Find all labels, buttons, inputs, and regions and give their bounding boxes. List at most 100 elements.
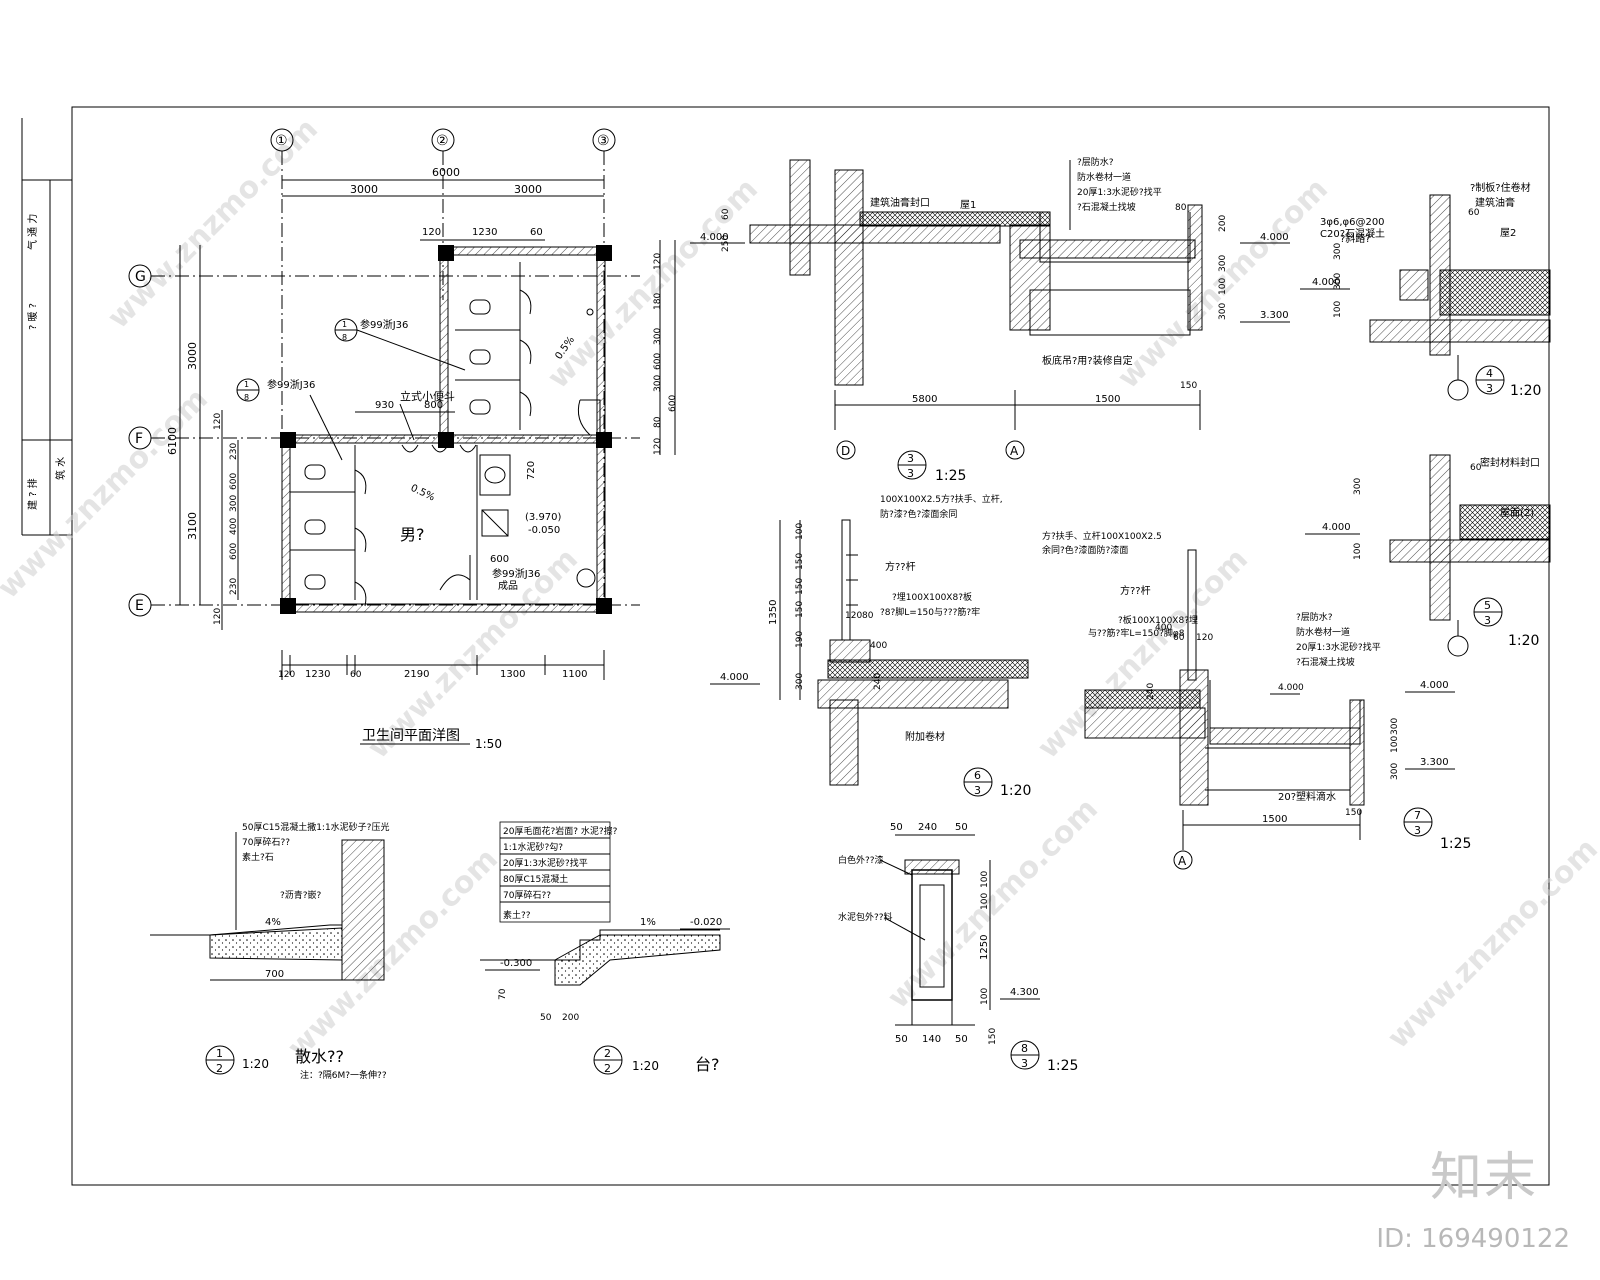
svg-text:3: 3 [1021,1057,1028,1070]
svg-text:300: 300 [1390,763,1400,780]
svg-text:20厚毛面花?岩面? 水泥?擦?: 20厚毛面花?岩面? 水泥?擦? [503,825,618,837]
svg-text:A: A [1178,854,1187,868]
svg-text:1:20: 1:20 [1508,633,1539,649]
svg-text:素土?石: 素土?石 [242,851,274,863]
svg-text:800: 800 [424,400,443,411]
svg-text:240: 240 [1146,683,1156,700]
svg-text:80: 80 [862,611,874,621]
svg-text:屋1: 屋1 [960,199,976,211]
svg-text:120: 120 [213,413,223,430]
svg-text:300: 300 [1333,243,1343,260]
svg-text:100: 100 [1353,543,1363,560]
svg-text:300: 300 [1353,478,1363,495]
svg-text:400: 400 [1155,623,1172,633]
svg-text:190: 190 [795,631,805,648]
svg-text:?层防水?: ?层防水? [1296,611,1333,623]
svg-text:100: 100 [795,523,805,540]
svg-text:3.300: 3.300 [1420,757,1449,768]
toilet-floor-plan: ① ② ③ 6000 3000 3000 120 1230 60 G F E 6… [128,128,678,751]
svg-text:3: 3 [974,784,981,797]
dim-text: 3000 [350,183,378,196]
svg-text:240: 240 [918,822,937,833]
svg-text:300: 300 [1218,303,1228,320]
svg-text:1%: 1% [640,917,656,928]
svg-text:3: 3 [907,452,914,465]
svg-text:80: 80 [653,416,663,428]
svg-text:防水卷材一道: 防水卷材一道 [1296,626,1350,638]
svg-text:600: 600 [668,395,678,412]
svg-text:防水卷材一道: 防水卷材一道 [1077,171,1131,183]
svg-text:1:25: 1:25 [1440,836,1471,852]
svg-text:-0.300: -0.300 [500,958,532,969]
svg-text:附加卷材: 附加卷材 [905,730,945,743]
svg-text:?制板?住卷材: ?制板?住卷材 [1470,181,1531,194]
image-id-label: ID: 169490122 [1376,1224,1570,1254]
svg-text:1:25: 1:25 [935,468,966,484]
svg-text:70: 70 [498,988,508,1000]
svg-text:120: 120 [653,253,663,270]
svg-text:?层防水?: ?层防水? [1077,156,1114,168]
dim-text: 60 [530,227,543,238]
svg-text:3: 3 [1484,614,1491,627]
svg-text:300: 300 [1333,273,1343,290]
svg-text:70厚碎石??: 70厚碎石?? [242,836,290,848]
svg-text:参99浙J36: 参99浙J36 [360,318,408,331]
axis-label: G [135,269,146,285]
svg-text:4.000: 4.000 [1278,683,1304,693]
svg-text:1:20: 1:20 [632,1059,659,1073]
svg-text:4.000: 4.000 [720,672,749,683]
axis-label: E [135,598,144,614]
svg-text:100: 100 [1390,736,1400,753]
svg-text:200: 200 [1218,215,1228,232]
svg-text:100: 100 [1333,301,1343,318]
svg-text:8: 8 [1021,1042,1028,1055]
axis-label: ② [436,133,449,149]
svg-text:2: 2 [604,1062,611,1075]
svg-text:150: 150 [795,578,805,595]
svg-text:-0.020: -0.020 [690,917,722,928]
svg-text:120: 120 [653,438,663,455]
svg-text:素土??: 素土?? [503,909,531,921]
title-block-text: 建 ? 排 [26,478,39,510]
svg-text:120: 120 [213,608,223,625]
svg-text:?沥青?嵌?: ?沥青?嵌? [280,889,322,901]
svg-text:600: 600 [490,554,509,565]
sheet-border [71,106,1550,1186]
title-block-text: ? 暖 ? [26,303,39,330]
svg-text:(3.970): (3.970) [525,512,562,523]
svg-text:140: 140 [922,1034,941,1045]
svg-text:600: 600 [229,543,239,560]
svg-text:6: 6 [974,769,981,782]
axis-label: ③ [597,133,610,149]
svg-text:建筑油膏: 建筑油膏 [1475,196,1515,209]
svg-text:-0.050: -0.050 [528,525,560,536]
svg-text:100: 100 [980,893,990,910]
svg-text:100: 100 [980,871,990,888]
svg-text:3: 3 [1414,824,1421,837]
svg-text:400: 400 [870,641,887,651]
svg-text:7: 7 [1414,809,1421,822]
svg-text:5800: 5800 [912,394,937,405]
svg-text:300: 300 [653,375,663,392]
detail-2-steps: 20厚毛面花?岩面? 水泥?擦? 1:1水泥砂?勾? 20厚1:3水泥砂?找平 … [480,821,730,1075]
svg-text:60: 60 [721,208,731,220]
svg-text:300: 300 [1218,255,1228,272]
watermark: www.znzmo.com [1381,832,1600,1056]
plan-title: 卫生间平面洋图 [362,728,460,744]
svg-text:200: 200 [562,1013,579,1023]
dim-text: 1230 [472,227,497,238]
svg-text:50: 50 [540,1013,552,1023]
svg-text:8: 8 [342,333,347,342]
detail-title: 散水?? [295,1047,344,1066]
title-block-text: 气 通 力 [26,214,39,250]
svg-text:100X100X2.5方?扶手、立杆,: 100X100X2.5方?扶手、立杆, [880,493,1003,505]
svg-text:50: 50 [890,822,903,833]
svg-text:1500: 1500 [1095,394,1120,405]
svg-text:120: 120 [845,611,862,621]
svg-text:2190: 2190 [404,669,429,680]
svg-text:300: 300 [1390,718,1400,735]
watermark: www.znzmo.com [881,792,1105,1016]
svg-text:5: 5 [1484,599,1491,612]
svg-text:1500: 1500 [1262,814,1287,825]
